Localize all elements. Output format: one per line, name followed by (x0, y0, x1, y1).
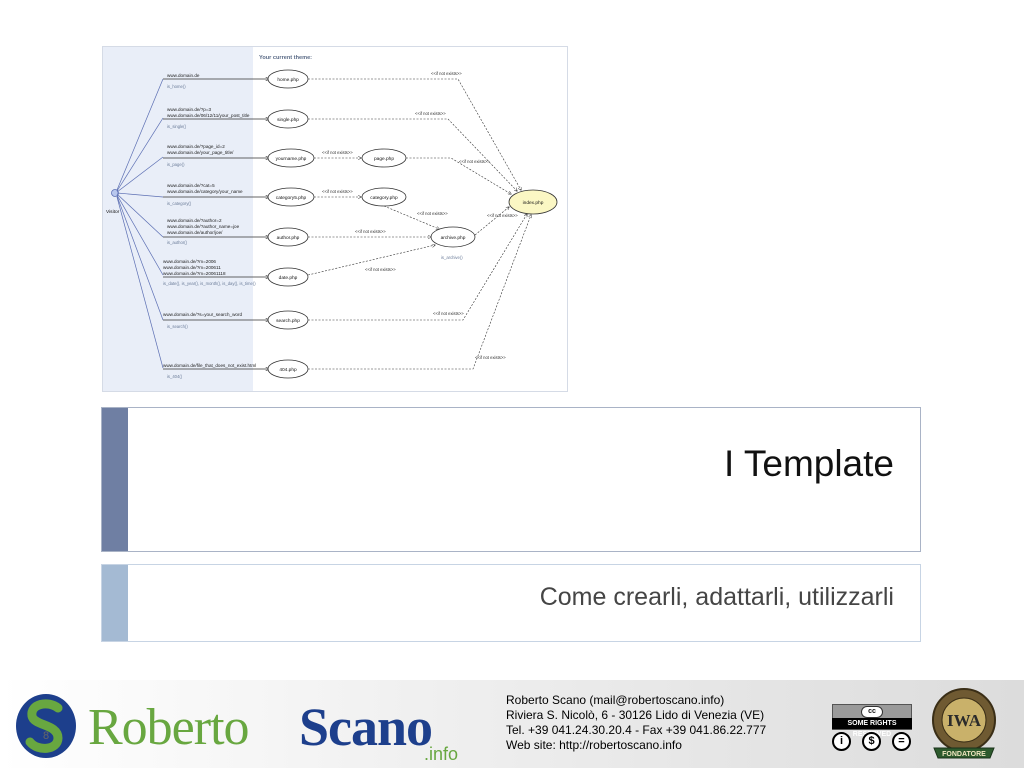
svg-text:category5.php: category5.php (276, 195, 307, 201)
svg-text:home.php: home.php (277, 77, 299, 83)
contact-name: Roberto Scano (mail@robertoscano.info) (506, 693, 725, 707)
diagram-url-panel (103, 47, 253, 391)
svg-text:www.domain.de/?author_name=joe: www.domain.de/?author_name=joe (167, 224, 240, 229)
svg-text:<<if not exists>>: <<if not exists>> (365, 267, 396, 272)
subtitle-accent-bar (102, 565, 128, 641)
svg-text:index.php: index.php (523, 200, 544, 206)
index-arrows (308, 78, 531, 370)
svg-text:<<if not exists>>: <<if not exists>> (459, 159, 490, 164)
svg-text:<<if not exists>>: <<if not exists>> (487, 213, 518, 218)
brand-last-name: Scano (299, 697, 433, 757)
svg-text:www.domain.de/?m=2006: www.domain.de/?m=2006 (163, 259, 216, 264)
svg-text:is_home(): is_home() (167, 84, 186, 89)
svg-text:is_single(): is_single() (167, 124, 187, 129)
diagram-row-category: www.domain.de/?cat=5 www.domain.de/categ… (163, 183, 407, 207)
svg-text:www.domain.de/?m=20061118: www.domain.de/?m=20061118 (163, 271, 226, 276)
svg-text:www.domain.de: www.domain.de (167, 73, 200, 78)
svg-text:is_date(), is_year(), is_month: is_date(), is_year(), is_month(), is_day… (163, 281, 256, 286)
svg-text:<<if not exists>>: <<if not exists>> (431, 71, 462, 76)
footer: Roberto Scano .info 8 Roberto Scano (mai… (0, 680, 1024, 768)
svg-text:category.php: category.php (370, 195, 398, 201)
svg-text:author.php: author.php (277, 235, 300, 241)
brand-first-name: Roberto (88, 699, 250, 756)
theme-label: Your current theme: (259, 55, 312, 61)
diagram-row-author: www.domain.de/?author=2 www.domain.de/?a… (163, 218, 431, 247)
cc-noderivs-icon: = (892, 732, 911, 751)
title-box: I Template (101, 407, 921, 552)
diagram-row-home: www.domain.de is_home() home.php (163, 69, 309, 89)
diagram-row-date: www.domain.de/?m=2006 www.domain.de/?m=2… (163, 245, 435, 287)
cc-logo-icon: cc (861, 706, 883, 718)
index-arrow-labels: <<if not exists>> <<if not exists>> <<if… (415, 71, 518, 360)
s-logo-icon (16, 694, 76, 758)
svg-text:<<if not exists>>: <<if not exists>> (433, 311, 464, 316)
contact-phone: Tel. +39 041.24.30.20.4 - Fax +39 041.86… (506, 723, 767, 737)
actor-links (116, 78, 164, 369)
node-date (267, 267, 309, 287)
svg-text:www.domain.de/?m=200611: www.domain.de/?m=200611 (163, 265, 221, 270)
slide-number: 8 (43, 730, 50, 742)
svg-text:www.domain.de/?cat=5: www.domain.de/?cat=5 (167, 183, 215, 188)
svg-text:<<if not exists>>: <<if not exists>> (475, 355, 506, 360)
actor-label: Visitor (106, 209, 120, 215)
svg-text:is_search(): is_search() (167, 324, 188, 329)
svg-text:date.php: date.php (279, 275, 298, 281)
template-hierarchy-diagram: Your current theme: Visitor www.domain.d… (102, 46, 568, 392)
svg-text:is_404(): is_404() (167, 374, 183, 379)
svg-text:<<if not exists>>: <<if not exists>> (322, 150, 353, 155)
svg-text:<<if not exists>>: <<if not exists>> (322, 189, 353, 194)
svg-text:is_archive(): is_archive() (441, 255, 463, 260)
svg-text:<<if not exists>>: <<if not exists>> (355, 229, 386, 234)
slide-subtitle: Come crearli, adattarli, utilizzarli (539, 583, 894, 611)
svg-text:www.domain.de/file_that_does_n: www.domain.de/file_that_does_not_exist.h… (163, 363, 256, 368)
diagram-row-404: www.domain.de/file_that_does_not_exist.h… (163, 359, 309, 379)
svg-text:<<if not exists>>: <<if not exists>> (415, 111, 446, 116)
diagram-row-search: www.domain.de/?s=your_search_word is_sea… (163, 310, 309, 330)
svg-text:www.domain.de/category/your_na: www.domain.de/category/your_name (167, 189, 243, 194)
svg-text:FONDATORE: FONDATORE (942, 751, 986, 758)
diagram-row-single: www.domain.de/?p=3 www.domain.de/06/12/1… (163, 107, 309, 129)
brand-suffix: .info (424, 744, 459, 764)
cc-badge-text: SOME RIGHTS RESERVED (832, 718, 912, 738)
svg-text:www.domain.de/?s=your_search_w: www.domain.de/?s=your_search_word (163, 312, 242, 317)
svg-text:is_page(): is_page() (167, 162, 185, 167)
diagram-svg: Your current theme: Visitor www.domain.d… (106, 55, 558, 379)
subtitle-box: Come crearli, adattarli, utilizzarli (101, 564, 921, 642)
contact-info: Roberto Scano (mail@robertoscano.info) R… (506, 693, 806, 753)
cc-attribution-icon: i (832, 732, 851, 751)
slide-title: I Template (723, 443, 894, 484)
svg-text:www.domain.de/author/joe/: www.domain.de/author/joe/ (167, 230, 223, 235)
cc-icons: i $ = (832, 732, 916, 754)
diagram-index: index.php (508, 189, 558, 215)
diagram-row-page: www.domain.de/?page_id=2 www.domain.de/y… (163, 144, 407, 168)
title-accent-bar (102, 408, 128, 551)
svg-text:404.php: 404.php (279, 367, 297, 373)
svg-text:is_author(): is_author() (167, 240, 188, 245)
svg-text:is_category(): is_category() (167, 201, 192, 206)
svg-text:single.php: single.php (277, 117, 299, 123)
svg-text:www.domain.de/06/12/11/your_po: www.domain.de/06/12/11/your_post_title (167, 113, 250, 118)
node-archive (430, 226, 476, 248)
contact-website[interactable]: Web site: http://robertoscano.info (506, 738, 682, 752)
svg-text:www.domain.de/?author=2: www.domain.de/?author=2 (167, 218, 222, 223)
svg-text:archive.php: archive.php (441, 235, 466, 241)
svg-text:page.php: page.php (374, 156, 394, 162)
diagram-archive: archive.php is_archive() <<if not exists… (383, 205, 476, 260)
svg-text:www.domain.de/your_page_title/: www.domain.de/your_page_title/ (167, 150, 234, 155)
svg-text:<<if not exists>>: <<if not exists>> (417, 211, 448, 216)
svg-text:search.php: search.php (276, 318, 300, 324)
svg-text:yourname.php: yourname.php (276, 156, 307, 162)
svg-text:IWA: IWA (947, 711, 982, 730)
contact-address: Riviera S. Nicolò, 6 - 30126 Lido di Ven… (506, 708, 765, 722)
svg-text:www.domain.de/?p=3: www.domain.de/?p=3 (167, 107, 211, 112)
svg-text:www.domain.de/?page_id=2: www.domain.de/?page_id=2 (167, 144, 225, 149)
node-index (508, 189, 558, 215)
cc-noncommercial-icon: $ (862, 732, 881, 751)
cc-license-badge[interactable]: cc SOME RIGHTS RESERVED (832, 704, 912, 754)
iwa-seal-icon: IWA FONDATORE (932, 688, 996, 759)
robertoscano-logo: Roberto Scano .info (14, 690, 484, 764)
